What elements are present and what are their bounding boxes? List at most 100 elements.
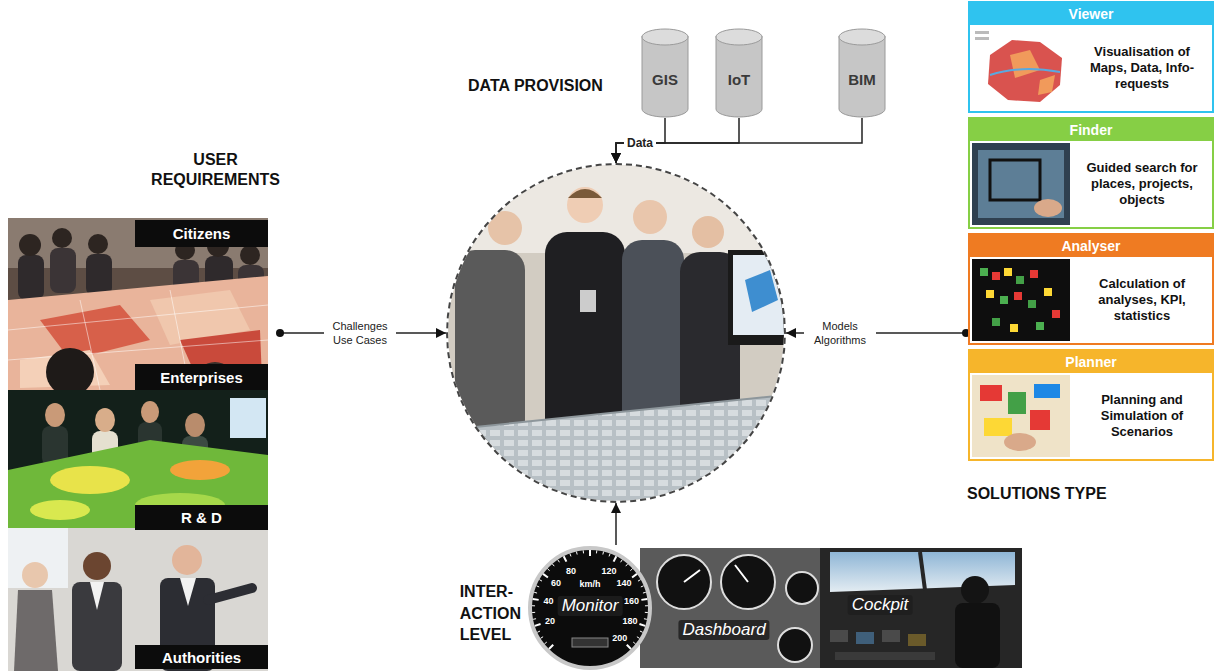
speedometer-part	[570, 554, 571, 557]
enterprises-photo-part	[141, 401, 159, 423]
cylinder-body	[839, 36, 885, 117]
speedometer-part	[637, 637, 640, 639]
citizens-photo-part	[46, 348, 94, 396]
tag-text: R & D	[181, 509, 222, 526]
authorities-photo-part	[208, 588, 252, 600]
analyser-thumbnail-part	[1014, 292, 1022, 300]
cockpit-picture-part	[920, 552, 925, 590]
tag-text: Citizens	[173, 225, 231, 242]
planner-thumbnail-part	[984, 418, 1012, 436]
cockpit-picture-part	[856, 632, 874, 644]
citizens-photo-part	[8, 218, 268, 390]
speedometer-part	[644, 618, 647, 620]
pbody-text: Planning and Simulation of Scenarios	[1076, 392, 1208, 441]
planner-thumbnail-part	[1034, 384, 1060, 398]
analyser-thumbnail-part	[1052, 310, 1060, 318]
viewer-thumbnail-part	[975, 31, 989, 34]
tag-text: Authorities	[162, 649, 241, 666]
meeting-photo-part	[745, 270, 778, 312]
head-text: SOLUTIONS TYPE	[967, 484, 1107, 504]
speedometer-part	[633, 642, 635, 644]
cylinder-top	[716, 29, 762, 45]
database-cylinder: BIM	[838, 28, 886, 118]
edge-label: Models Algorithms	[804, 319, 876, 348]
analyser-thumbnail-part	[992, 272, 1000, 280]
solution-panel: PlannerPlanning and Simulation of Scenar…	[968, 349, 1214, 461]
head-text: INTER- ACTION LEVEL	[460, 581, 521, 646]
analyser-thumbnail	[972, 259, 1070, 341]
gauge-number: 80	[566, 566, 576, 576]
head-text: USER REQUIREMENTS	[151, 150, 280, 190]
finder-thumbnail-part	[972, 143, 1070, 225]
edge-label: Challenges Use Cases	[324, 319, 396, 348]
enterprises-photo-part	[30, 500, 90, 520]
speedometer-part	[641, 598, 647, 601]
viewer-thumbnail-part	[972, 27, 1070, 109]
analyser-thumbnail-part	[992, 318, 1000, 326]
speedometer	[530, 548, 650, 668]
speedometer-part	[534, 592, 537, 594]
cylinder-body	[716, 36, 762, 117]
database-cylinder: IoT	[715, 28, 763, 118]
cockpit-picture-part	[908, 634, 926, 646]
group-box: SOLUTIONS TYPE ViewerVisualisation of Map…	[966, 0, 1216, 515]
analyser-thumbnail-part	[1016, 276, 1024, 284]
dashboard-picture	[640, 548, 820, 668]
cockpit-picture-part	[955, 603, 1000, 668]
meeting-photo-part	[446, 395, 786, 505]
cockpit-picture-part	[820, 548, 1022, 668]
finder-thumbnail	[972, 143, 1070, 225]
strip-text: Cockpit	[848, 595, 913, 615]
cyl-text: GIS	[652, 59, 678, 88]
label-box: Authorities	[135, 645, 268, 669]
cockpit-picture-part	[882, 630, 900, 642]
pbody-text: Calculation of analyses, KPI, statistics	[1076, 276, 1208, 325]
meeting-photo-part	[733, 255, 785, 335]
cockpit-picture-part	[961, 576, 989, 604]
analyser-thumbnail-part	[986, 290, 994, 298]
speedometer-part	[602, 552, 604, 555]
finder-thumbnail-part	[978, 150, 1064, 218]
gauge-number: 120	[602, 566, 617, 576]
speedometer-part	[589, 550, 591, 556]
meeting-photo	[446, 163, 790, 505]
speedometer-part	[530, 548, 650, 668]
pbody-text: Visualisation of Maps, Data, Info-reques…	[1076, 44, 1208, 93]
strip-text: Monitor	[558, 596, 623, 616]
enterprises-photo-part	[95, 408, 115, 432]
meeting-photo-part	[488, 211, 522, 245]
pbody-text: Guided search for places, projects, obje…	[1076, 160, 1208, 209]
dashboard-picture-part	[778, 628, 812, 662]
section-heading: DATA PROVISION	[468, 76, 603, 96]
speedometer-part	[543, 574, 548, 578]
gauge-number: 60	[551, 578, 561, 588]
speedometer-part	[632, 574, 637, 578]
speedometer-part	[537, 631, 540, 632]
speedometer-part	[532, 612, 535, 613]
speedometer-part	[627, 645, 631, 649]
group-box: USER REQUIREMENTSCitizensEnterprisesR & …	[8, 150, 280, 671]
authorities-photo-part	[172, 545, 202, 575]
analyser-thumbnail-part	[972, 259, 1070, 341]
viewer-thumbnail	[972, 27, 1070, 109]
dashboard-picture-part	[786, 572, 818, 604]
meeting-photo-part	[692, 216, 724, 248]
citizens-photo-part	[19, 234, 41, 256]
speedometer-part	[541, 637, 544, 639]
authorities-photo-part	[22, 562, 48, 588]
finder-thumbnail-part	[990, 160, 1040, 200]
speedometer-ticks	[532, 550, 648, 649]
meeting-photo-part	[580, 290, 596, 312]
connector-arrow	[616, 118, 739, 163]
solution-panel: ViewerVisualisation of Maps, Data, Info-…	[968, 1, 1214, 113]
speedometer-part	[609, 554, 610, 557]
label-box: R & D	[135, 505, 268, 530]
label-box: Citizens	[135, 220, 268, 247]
connector-arrow	[615, 503, 617, 545]
dashboard-picture-part	[640, 548, 820, 668]
meeting-photo-part	[545, 232, 625, 442]
authorities-photo-part	[8, 528, 68, 588]
authorities-photo	[8, 528, 268, 671]
speedometer-part	[645, 605, 648, 606]
speedometer-part	[643, 592, 646, 594]
